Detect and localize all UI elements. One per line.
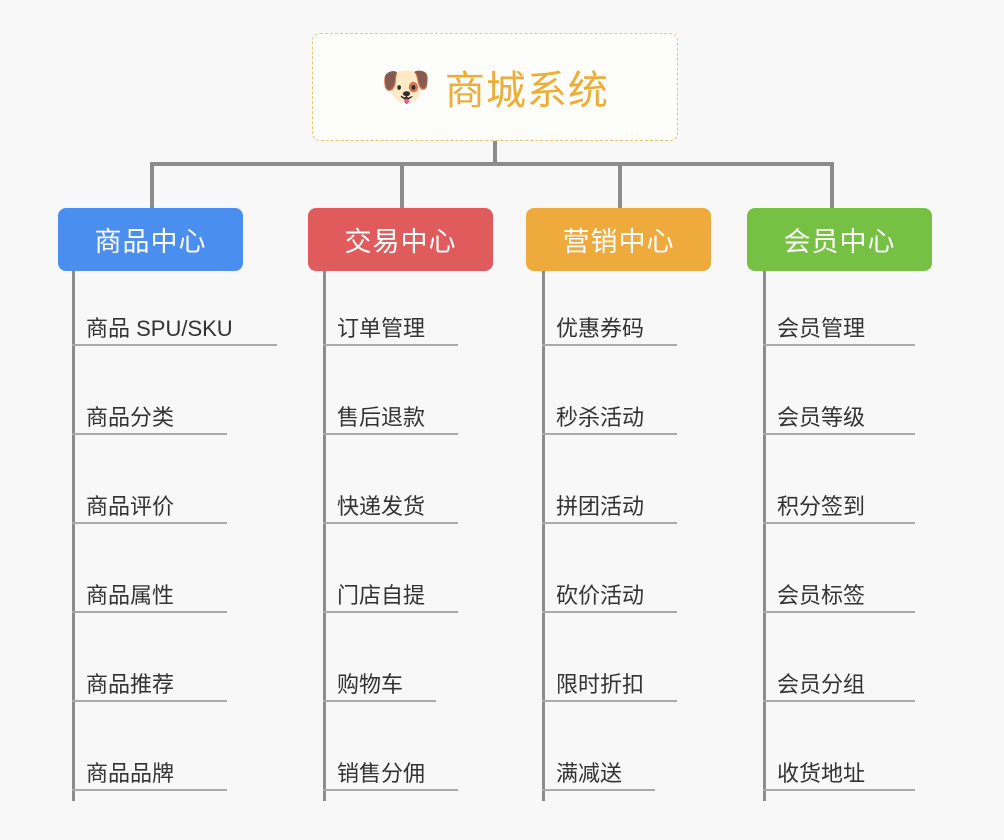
list-item[interactable]: 商品品牌: [72, 745, 227, 791]
list-item[interactable]: 砍价活动: [542, 567, 677, 613]
list-item[interactable]: 会员分组: [763, 656, 915, 702]
list-item[interactable]: 满减送: [542, 745, 655, 791]
list-item[interactable]: 会员管理: [763, 300, 915, 346]
branch-drop-line-1: [150, 162, 154, 208]
list-item[interactable]: 快递发货: [323, 478, 458, 524]
list-item[interactable]: 门店自提: [323, 567, 458, 613]
root-node[interactable]: 🐶 商城系统: [312, 33, 678, 141]
branch-node-2[interactable]: 交易中心: [308, 208, 493, 271]
branch-bus-line: [150, 162, 834, 166]
branch-node-3[interactable]: 营销中心: [526, 208, 711, 271]
list-item[interactable]: 商品 SPU/SKU: [72, 300, 277, 346]
list-item[interactable]: 收货地址: [763, 745, 915, 791]
list-item[interactable]: 会员等级: [763, 389, 915, 435]
branch-4-spine-line: [763, 271, 766, 801]
list-item[interactable]: 购物车: [323, 656, 436, 702]
branch-node-1-label: 商品中心: [94, 227, 207, 257]
branch-3-spine-line: [542, 271, 545, 801]
branch-1-spine-line: [72, 271, 75, 801]
branch-node-2-label: 交易中心: [344, 227, 457, 257]
list-item[interactable]: 销售分佣: [323, 745, 458, 791]
list-item[interactable]: 会员标签: [763, 567, 915, 613]
list-item[interactable]: 优惠券码: [542, 300, 677, 346]
list-item[interactable]: 限时折扣: [542, 656, 677, 702]
root-stem-line: [493, 141, 497, 165]
root-node-title: 商城系统: [444, 69, 609, 113]
list-item[interactable]: 拼团活动: [542, 478, 677, 524]
branch-drop-line-2: [400, 162, 404, 208]
list-item[interactable]: 商品分类: [72, 389, 227, 435]
list-item[interactable]: 商品推荐: [72, 656, 227, 702]
list-item[interactable]: 订单管理: [323, 300, 458, 346]
branch-drop-line-4: [830, 162, 834, 208]
list-item[interactable]: 秒杀活动: [542, 389, 677, 435]
list-item[interactable]: 商品属性: [72, 567, 227, 613]
list-item[interactable]: 商品评价: [72, 478, 227, 524]
list-item[interactable]: 积分签到: [763, 478, 915, 524]
list-item[interactable]: 售后退款: [323, 389, 458, 435]
branch-2-spine-line: [323, 271, 326, 801]
branch-node-4-label: 会员中心: [783, 227, 896, 257]
branch-node-4[interactable]: 会员中心: [747, 208, 932, 271]
branch-drop-line-3: [618, 162, 622, 208]
branch-node-1[interactable]: 商品中心: [58, 208, 243, 271]
branch-node-3-label: 营销中心: [562, 227, 675, 257]
shiba-dog-face-icon: 🐶: [381, 65, 431, 109]
